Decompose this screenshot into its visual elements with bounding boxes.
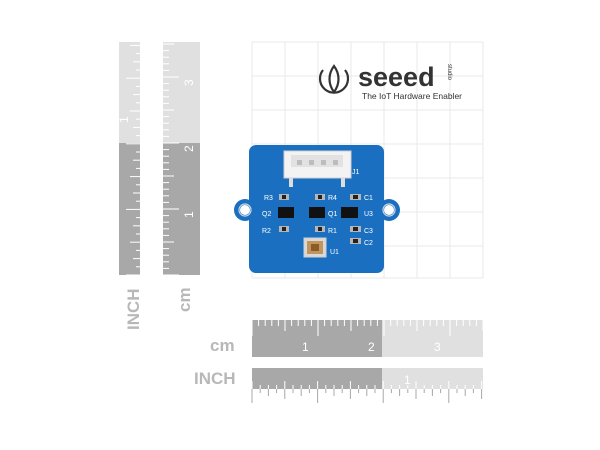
label-r2: R2 <box>262 228 271 235</box>
bottom-inch-ruler: 1 INCH <box>194 368 483 405</box>
grove-connector <box>283 150 352 187</box>
left-inch-number-1: 1 <box>117 116 131 123</box>
seeed-leaf-logo-icon <box>318 64 350 94</box>
left-inch-ruler: 1 INCH <box>117 42 143 330</box>
bottom-inch-unit-label: INCH <box>194 369 236 388</box>
left-cm-unit-label: cm <box>175 287 194 312</box>
brand-suffix: studio <box>446 64 452 81</box>
left-cm-ruler: 1 2 3 cm <box>163 42 200 312</box>
seeed-logo: seeed studio The IoT Hardware Enabler <box>318 62 462 101</box>
label-r1: R1 <box>328 228 337 235</box>
brand-tagline: The IoT Hardware Enabler <box>362 91 462 101</box>
left-cm-number-3: 3 <box>182 79 196 86</box>
mounting-hole-left <box>240 205 250 215</box>
bottom-cm-number-1: 1 <box>302 340 309 354</box>
label-q2: Q2 <box>262 211 271 218</box>
connector-label: J1 <box>352 169 360 176</box>
left-cm-number-1: 1 <box>182 211 196 218</box>
bottom-cm-number-3: 3 <box>434 340 441 354</box>
mounting-hole-right <box>384 205 394 215</box>
left-inch-unit-label: INCH <box>124 288 143 330</box>
bottom-cm-ruler: 1 2 3 cm <box>210 320 484 357</box>
component-labels: R3 Q2 R2 R4 Q1 R1 C1 U3 C3 C2 U1 <box>262 195 373 256</box>
smd-components <box>278 194 361 258</box>
brand-name: seeed <box>358 62 435 92</box>
label-u3: U3 <box>364 211 373 218</box>
left-cm-number-2: 2 <box>182 145 196 152</box>
label-u1: U1 <box>330 249 339 256</box>
bottom-inch-number-1: 1 <box>404 373 411 387</box>
label-r3: R3 <box>264 195 273 202</box>
label-c1: C1 <box>364 195 373 202</box>
bottom-cm-unit-label: cm <box>210 336 235 355</box>
light-sensor-board: J1 R3 Q2 R2 R4 Q1 R1 C1 U3 C3 <box>234 145 400 273</box>
label-r4: R4 <box>328 195 337 202</box>
label-q1: Q1 <box>328 211 337 218</box>
label-c2: C2 <box>364 240 373 247</box>
bottom-cm-number-2: 2 <box>368 340 375 354</box>
label-c3: C3 <box>364 228 373 235</box>
